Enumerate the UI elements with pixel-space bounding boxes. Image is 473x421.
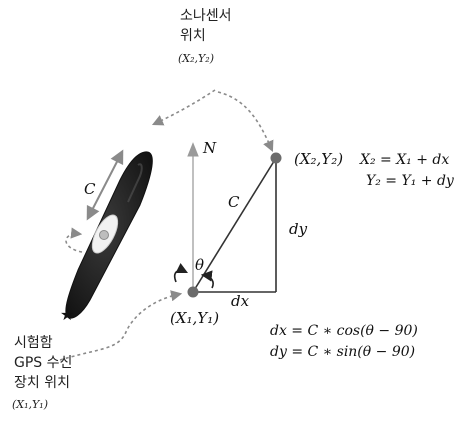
equation-dy: dy = C ∗ sin(θ − 90) [270,344,415,360]
gps-callout-to-point [59,290,183,361]
sonar-title-line1: 소나센서 [180,8,232,24]
gps-coords: (X₁,Y₁) [12,398,48,411]
sonar-callout-to-ship [151,89,216,126]
ship: ★ [60,151,153,324]
hypotenuse-label: C [228,193,240,211]
sonar-title-line2: 위치 [180,28,206,44]
north-label: N [202,139,217,157]
ship-length-label: C [84,180,96,198]
equation-y2: Y₂ = Y₁ + dy [366,173,455,189]
ship-highlight [127,163,143,203]
point-gps [187,286,199,298]
hypotenuse-line [192,157,277,293]
dy-label: dy [289,220,308,238]
gps-label-line1: 시험함 [14,335,53,351]
sonar-callout-to-point [217,91,274,153]
dx-label: dx [231,292,250,310]
theta-label: θ [195,256,204,274]
gps-label-line3: 장치 위치 [14,375,70,391]
point-gps-label: (X₁,Y₁) [170,309,219,327]
ship-length-arrow [86,149,124,221]
ship-side-dashed [65,227,83,253]
stern-star-icon: ★ [60,305,74,324]
point-sonar-label: (X₂,Y₂) [294,150,343,168]
gps-receiver-icon [99,230,109,240]
equation-dx: dx = C ∗ cos(θ − 90) [270,323,418,339]
equation-x2: X₂ = X₁ + dx [359,152,449,168]
point-sonar [270,152,282,164]
theta-arc-right [200,270,214,289]
gps-label-line2: GPS 수신 [14,355,72,371]
sonar-coords: (X₂,Y₂) [178,52,214,65]
theta-arc-left [173,262,189,283]
